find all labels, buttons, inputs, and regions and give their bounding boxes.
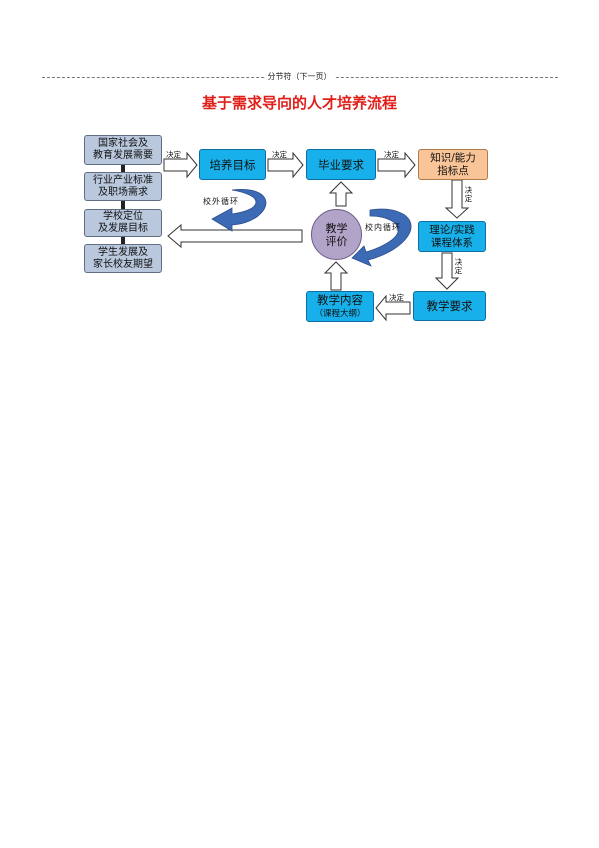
input-school-positioning: 学校定位 及发展目标 — [84, 209, 162, 237]
arrow-knowledge-to-curriculum — [444, 179, 470, 219]
input-student-expectations-label: 学生发展及 家长校友期望 — [93, 246, 153, 270]
node-graduation-requirements-label: 毕业要求 — [318, 157, 364, 172]
node-teaching-requirements-label: 教学要求 — [426, 299, 473, 313]
input-connector-3 — [121, 237, 125, 245]
page-title: 基于需求导向的人才培养流程 — [201, 94, 397, 112]
arrow-inputs-to-goal — [163, 151, 198, 179]
outer-loop-arrow — [211, 188, 267, 232]
node-knowledge-ability-label: 知识/能力 指标点 — [430, 151, 476, 177]
node-curriculum-system-label: 理论/实践 课程体系 — [429, 223, 475, 249]
label-decide-4: 决定 — [464, 186, 473, 203]
input-connector-2 — [121, 201, 125, 210]
node-curriculum-system: 理论/实践 课程体系 — [418, 221, 486, 252]
arrow-curriculum-to-teaching-req — [434, 252, 460, 290]
node-teaching-content: 教学内容 （课程大纲） — [306, 291, 374, 322]
label-outer-loop: 校外循环 — [203, 197, 239, 206]
input-industry-standards-label: 行业产业标准 及职场需求 — [93, 174, 153, 198]
input-industry-standards: 行业产业标准 及职场需求 — [84, 172, 162, 201]
arrow-teaching-req-to-content — [375, 294, 411, 322]
label-decide-2: 决定 — [272, 150, 287, 159]
node-teaching-content-sublabel: （课程大纲） — [314, 308, 366, 319]
label-decide-1: 决定 — [166, 150, 181, 159]
input-student-expectations: 学生发展及 家长校友期望 — [84, 244, 162, 273]
arrow-content-to-evaluation — [323, 261, 349, 291]
node-teaching-requirements: 教学要求 — [413, 291, 486, 321]
input-national-needs: 国家社会及 教育发展需要 — [84, 135, 162, 165]
inner-loop-arrow — [351, 208, 412, 267]
node-teaching-content-label: 教学内容 — [317, 292, 363, 307]
node-graduation-requirements: 毕业要求 — [306, 149, 376, 180]
label-decide-5: 决定 — [454, 258, 463, 275]
arrow-goal-to-graduation — [267, 151, 304, 179]
input-national-needs-label: 国家社会及 教育发展需要 — [93, 138, 153, 161]
node-knowledge-ability: 知识/能力 指标点 — [418, 149, 488, 180]
section-break-label: 分节符（下一页） — [0, 71, 599, 83]
input-connector-1 — [121, 165, 125, 173]
label-decide-3: 决定 — [384, 150, 399, 159]
node-teaching-evaluation: 教学 评价 — [311, 209, 362, 260]
label-decide-6: 决定 — [389, 293, 404, 302]
input-school-positioning-label: 学校定位 及发展目标 — [98, 211, 148, 234]
arrow-graduation-to-knowledge — [377, 151, 416, 179]
arrow-evaluation-to-inputs — [167, 223, 303, 249]
node-training-goal: 培养目标 — [199, 149, 266, 180]
label-inner-loop: 校内循环 — [365, 223, 401, 232]
arrow-evaluation-to-graduation — [328, 181, 354, 207]
node-training-goal-label: 培养目标 — [209, 157, 256, 172]
node-teaching-evaluation-label: 教学 评价 — [325, 221, 348, 248]
